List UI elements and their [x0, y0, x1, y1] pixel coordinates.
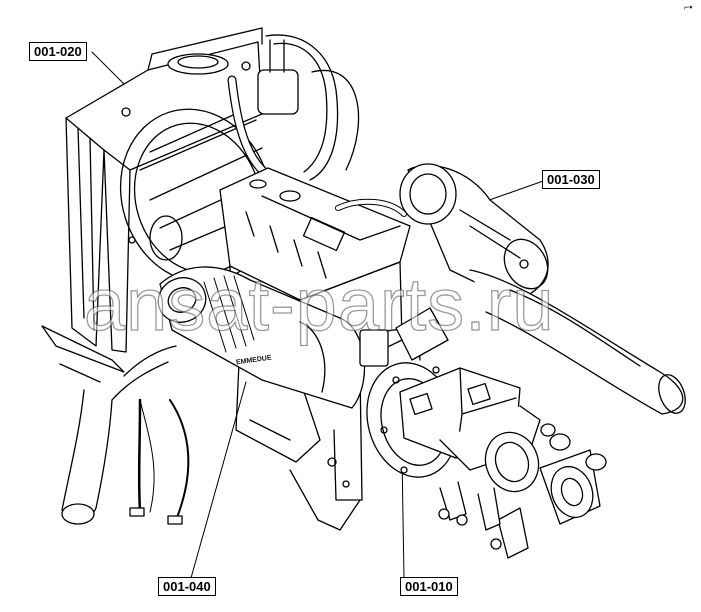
- leader-001-010: [401, 455, 405, 579]
- corner-logo-mark: ⌐▪: [684, 2, 693, 12]
- callout-001-040[interactable]: 001-040: [158, 577, 216, 596]
- intake-pipe: [469, 269, 686, 415]
- exhaust-pipes: [61, 345, 190, 525]
- muffler-silencer: [157, 266, 366, 409]
- callout-001-020[interactable]: 001-020: [29, 42, 87, 61]
- radiator: [41, 27, 263, 383]
- hydraulic-pump: [399, 367, 607, 559]
- leader-001-020: [91, 51, 127, 87]
- callout-001-030[interactable]: 001-030: [542, 170, 600, 189]
- callout-001-010[interactable]: 001-010: [400, 577, 458, 596]
- leader-001-040: [190, 381, 247, 579]
